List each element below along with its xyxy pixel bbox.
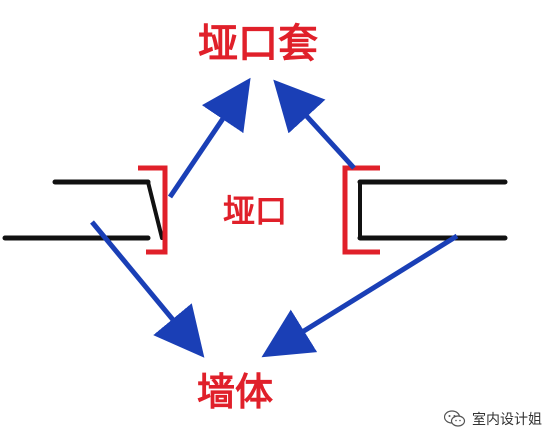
label-middle: 垭口 (223, 192, 287, 230)
right-frame-bracket (342, 165, 380, 255)
label-bottom: 墙体 (197, 370, 273, 414)
arrow-left-to-top-label (167, 77, 251, 199)
left-frame-bracket (138, 165, 168, 255)
left-wall (2, 179, 164, 241)
arrow-right-to-bottom-label (261, 233, 459, 358)
arrow-right-to-top-label (273, 79, 356, 170)
label-top: 垭口套 (198, 21, 318, 67)
arrow-left-to-bottom-label (90, 220, 205, 358)
wechat-icon (444, 410, 466, 427)
watermark: 室内设计姐 (444, 409, 542, 429)
watermark-text: 室内设计姐 (472, 412, 542, 428)
right-wall (357, 179, 508, 241)
